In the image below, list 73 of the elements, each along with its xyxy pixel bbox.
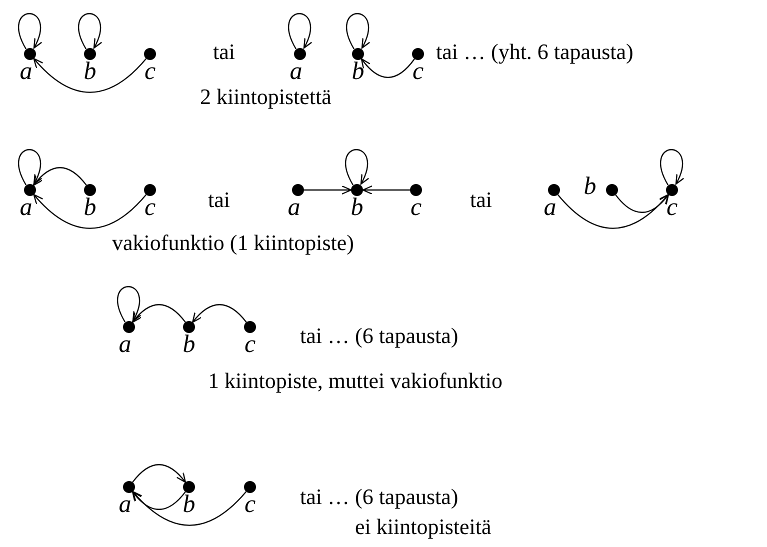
arrow [557, 194, 669, 229]
point-label: a [542, 195, 558, 221]
point-dot [666, 184, 678, 196]
point-label: c [243, 492, 257, 518]
point-label: a [286, 195, 302, 221]
arrow [362, 185, 410, 195]
arrow [132, 304, 186, 323]
caption-text: 1 kiintopiste, muttei vakiofunktio [208, 368, 503, 394]
arrow [132, 491, 186, 510]
point-dot [84, 184, 96, 196]
arrow [18, 149, 42, 186]
arrow [33, 58, 147, 93]
caption-text: tai [213, 39, 235, 65]
point-label: b [82, 195, 98, 221]
point-label: a [18, 195, 34, 221]
arrow [288, 13, 312, 50]
arrow [18, 13, 42, 50]
point-dot [144, 184, 156, 196]
caption-text: tai [208, 187, 230, 213]
point-label: b [350, 59, 366, 85]
point-dot [183, 321, 195, 333]
arrow [192, 304, 247, 323]
caption-text: ei kiintopisteitä [355, 514, 492, 540]
point-dot [123, 321, 135, 333]
point-label: a [118, 492, 132, 518]
caption-text: vakiofunktio (1 kiintopiste) [112, 230, 354, 256]
caption-text: tai [470, 187, 492, 213]
point-label: c [143, 195, 157, 221]
point-dot [183, 481, 195, 493]
arrow [660, 149, 684, 186]
point-label: b [350, 195, 364, 221]
arrow [615, 194, 669, 213]
point-dot [144, 48, 156, 60]
point-dot [294, 48, 306, 60]
arrow [132, 491, 247, 526]
arrow [304, 185, 352, 195]
point-dot [352, 48, 364, 60]
arrow [345, 149, 369, 186]
point-label: c [665, 195, 679, 221]
arrow [117, 286, 141, 322]
point-dot [84, 48, 96, 60]
point-label: c [411, 59, 425, 85]
point-dot [548, 184, 560, 196]
arrow [33, 167, 87, 186]
arrow [33, 194, 147, 229]
point-dot [351, 184, 363, 196]
point-label: b [182, 492, 196, 518]
point-label: c [409, 195, 423, 221]
point-label: c [243, 332, 257, 358]
arrow [132, 464, 186, 483]
point-label: a [288, 59, 304, 85]
point-dot [410, 184, 422, 196]
caption-text: 2 kiintopistettä [200, 84, 332, 110]
point-dot [24, 48, 36, 60]
point-dot [244, 321, 256, 333]
point-label: a [18, 59, 34, 85]
caption-text: tai … (yht. 6 tapausta) [436, 39, 634, 65]
point-label: b [82, 59, 98, 85]
point-label: c [143, 59, 157, 85]
point-label: b [182, 332, 196, 358]
point-dot [123, 481, 135, 493]
point-label: a [118, 332, 132, 358]
arrow [346, 13, 370, 50]
point-dot [244, 481, 256, 493]
point-dot [606, 184, 618, 196]
caption-text: tai … (6 tapausta) [300, 323, 458, 349]
point-dot [292, 184, 304, 196]
caption-text: tai … (6 tapausta) [300, 484, 458, 510]
arrow [360, 58, 415, 78]
arrow [78, 13, 102, 50]
point-dot [24, 184, 36, 196]
point-label: b [582, 174, 598, 200]
point-dot [412, 48, 424, 60]
